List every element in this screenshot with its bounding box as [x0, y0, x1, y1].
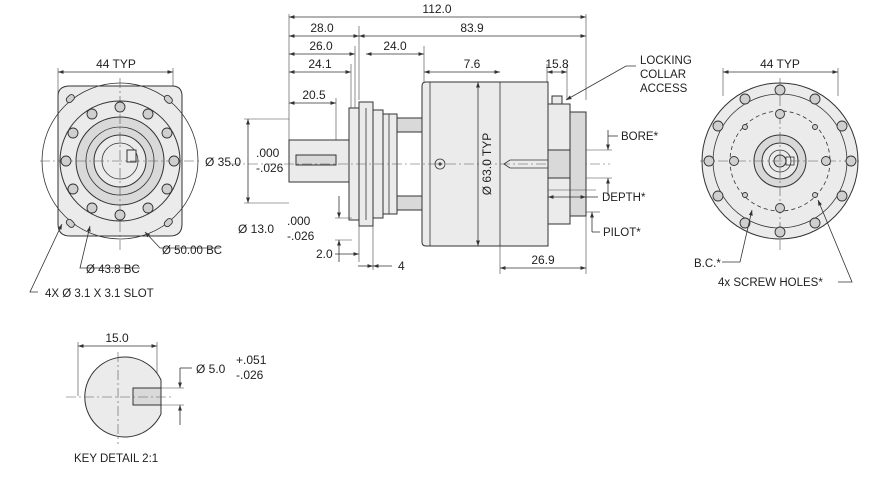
- right-end-view: 44 TYP: [694, 57, 860, 289]
- input-keyway: [295, 154, 337, 166]
- left-key: [126, 149, 137, 163]
- key-detail: 15.0 Ø 5.0 +.051 -.026 KEY DETAIL 2:1: [66, 331, 267, 465]
- dim-shaft-tol-upper: .000: [256, 146, 280, 160]
- right-inner-holes: [729, 109, 831, 213]
- lower-bolt: [396, 195, 425, 211]
- dim-2: 2.0: [316, 247, 333, 261]
- left-corner-slots: [65, 94, 173, 228]
- side-view: 112.0 28.0 83.9 26.0 24.0 24.1 7.6 15.8 …: [205, 2, 610, 274]
- right-screw-holes: [742, 124, 818, 198]
- locking-label-2: COLLAR: [640, 69, 686, 81]
- dim-26-9: 26.9: [531, 253, 555, 267]
- dim-body-dia: Ø 63.0 TYP: [480, 133, 494, 195]
- left-slot-label: 4X Ø 3.1 X 3.1 SLOT: [45, 288, 154, 300]
- output-bore: [547, 149, 571, 179]
- right-screw-label: 4x SCREW HOLES*: [718, 277, 823, 289]
- key-detail-key: [132, 387, 162, 406]
- dim-4: 4: [398, 259, 405, 273]
- left-bc-inner-label: Ø 43.8 BC: [86, 264, 140, 276]
- locking-label-1: LOCKING: [640, 55, 692, 67]
- output-callouts: LOCKING COLLAR ACCESS BORE* DEPTH* PILOT…: [548, 55, 692, 239]
- right-width-label: 44 TYP: [760, 57, 800, 71]
- dim-15-8: 15.8: [545, 57, 569, 71]
- key-detail-caption: KEY DETAIL 2:1: [74, 453, 158, 465]
- key-dia-lower: -.026: [236, 368, 264, 382]
- dim-26: 26.0: [309, 39, 333, 53]
- output-flange: [569, 111, 587, 217]
- depth-label: DEPTH*: [602, 192, 646, 204]
- dim-small-tol-lower: -.026: [287, 229, 315, 243]
- left-width-label: 44 TYP: [96, 57, 136, 71]
- dim-28: 28.0: [310, 21, 334, 35]
- left-end-view: 44 TYP: [29, 57, 222, 300]
- right-bc-label: B.C.*: [694, 258, 721, 270]
- dim-shaft-tol-lower: -.026: [256, 161, 284, 175]
- locking-collar-screw: [551, 95, 563, 105]
- pilot-label: PILOT*: [603, 227, 641, 239]
- left-bolt-holes: [60, 101, 180, 221]
- right-outer-holes: [703, 84, 857, 238]
- bore-label: BORE*: [621, 131, 659, 143]
- key-dia-upper: +.051: [236, 353, 267, 367]
- dim-small-dia: Ø 13.0: [238, 222, 274, 236]
- locking-label-3: ACCESS: [640, 83, 688, 95]
- dim-20-5: 20.5: [302, 88, 326, 102]
- key-dia-main: Ø 5.0: [196, 362, 226, 376]
- upper-bolt: [396, 117, 425, 133]
- dim-24-1: 24.1: [308, 57, 332, 71]
- dim-83-9: 83.9: [460, 21, 484, 35]
- dim-overall-length: 112.0: [422, 2, 451, 16]
- dim-shaft-dia: Ø 35.0: [205, 155, 241, 169]
- dim-7-6: 7.6: [464, 57, 481, 71]
- key-width-label: 15.0: [105, 331, 129, 345]
- dim-24: 24.0: [383, 39, 407, 53]
- left-bc-outer-label: Ø 50.00 BC: [162, 245, 222, 257]
- dim-small-tol-upper: .000: [287, 214, 311, 228]
